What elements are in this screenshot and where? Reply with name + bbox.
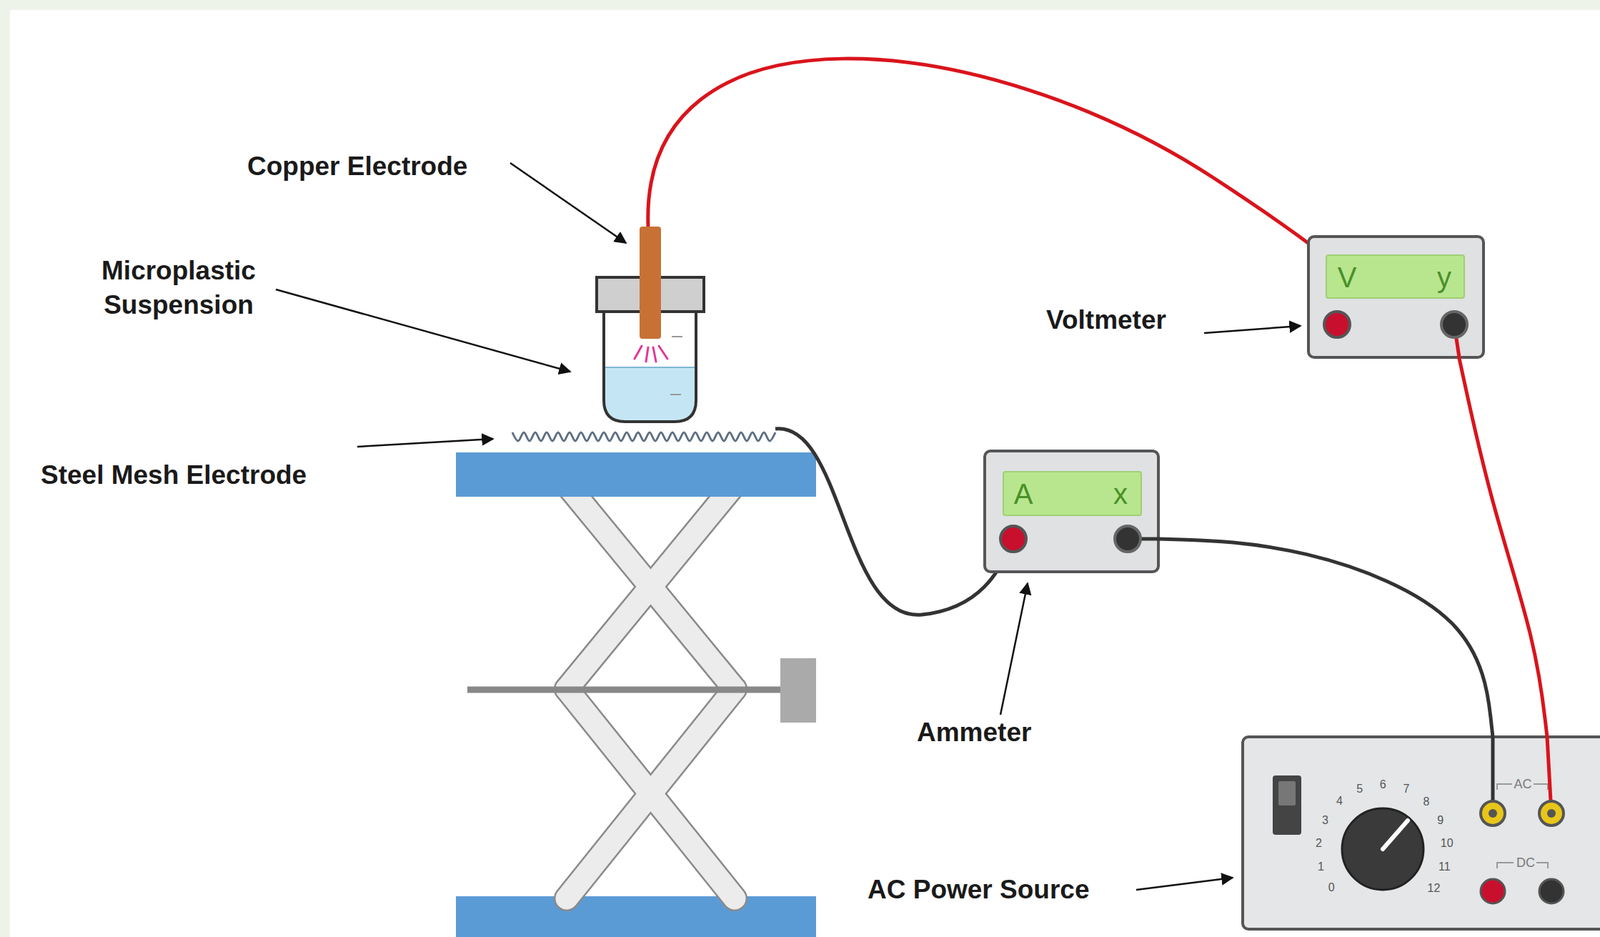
dial-number: 11	[1438, 861, 1451, 873]
terminal-label: DC	[1516, 856, 1535, 869]
ammeter-body	[1000, 525, 1027, 552]
power-source-body	[1382, 820, 1408, 849]
wire-connector	[1459, 357, 1548, 737]
voltmeter: Vy	[1308, 236, 1484, 358]
dial-number: 7	[1402, 783, 1410, 795]
spark	[634, 345, 668, 362]
power-source-body	[1488, 808, 1498, 818]
part-label: Copper Electrode	[247, 149, 468, 184]
dial-number: 10	[1440, 837, 1454, 849]
leader-line	[275, 162, 1301, 890]
dial-number: 9	[1437, 814, 1444, 827]
voltmeter-body	[1326, 255, 1465, 298]
leader-line	[1204, 325, 1301, 334]
leader-line	[275, 289, 571, 372]
part-label: Voltmeter	[1046, 302, 1167, 338]
terminal-bracket	[1536, 862, 1548, 869]
dial-number: 4	[1336, 795, 1343, 807]
dial-number: 0	[1328, 881, 1335, 894]
lab-jack	[566, 484, 735, 689]
terminal-bracket	[1497, 783, 1513, 790]
voltmeter-body	[1308, 236, 1484, 358]
lab-jack	[455, 452, 817, 937]
dial-number: 1	[1317, 861, 1325, 873]
ac-power-source: AC DC	[1242, 736, 1600, 929]
power-source-body	[1342, 808, 1424, 890]
steel-mesh-electrode	[512, 432, 776, 441]
lab-jack	[566, 688, 735, 899]
spark	[634, 345, 642, 359]
lab-jack	[566, 484, 735, 689]
lab-jack	[455, 896, 817, 937]
wire-connector	[1158, 538, 1493, 737]
lab-jack	[467, 686, 787, 694]
terminal-bracket	[1533, 783, 1548, 790]
leader-line	[510, 162, 626, 243]
microplastic-vial	[670, 393, 682, 396]
black-wire	[775, 428, 1014, 616]
terminal-bracket	[1497, 862, 1514, 869]
part-label: Ammeter	[916, 715, 1032, 750]
leader-line	[1136, 877, 1233, 890]
dial-number: 5	[1356, 783, 1363, 795]
voltmeter-body	[1308, 236, 1484, 358]
leader-line	[357, 438, 494, 447]
power-source-body	[1539, 801, 1564, 826]
dial-number: 6	[1379, 778, 1387, 791]
spark	[653, 347, 657, 362]
power-source-body	[1547, 808, 1556, 818]
microplastic-vial	[605, 366, 695, 369]
terminal-bracket	[1497, 783, 1548, 869]
display-symbol: A	[1014, 479, 1034, 509]
voltmeter-body	[1441, 311, 1468, 338]
display-symbol: y	[1437, 262, 1452, 292]
microplastic-vial	[596, 226, 704, 422]
lab-jack	[566, 484, 735, 689]
leader-line	[1000, 583, 1028, 715]
ammeter-body	[1114, 525, 1141, 552]
dial-number: 12	[1427, 882, 1441, 894]
lab-jack	[566, 688, 735, 899]
lab-jack	[455, 452, 817, 497]
lab-jack	[566, 484, 735, 689]
terminal-label: AC	[1513, 777, 1532, 791]
power-source-body	[1272, 775, 1302, 835]
ammeter: Ax	[984, 450, 1159, 572]
spark	[658, 345, 668, 359]
display-symbol: V	[1337, 262, 1358, 292]
power-source-body	[1480, 801, 1505, 826]
ammeter-body	[1003, 471, 1142, 516]
part-label: Steel Mesh Electrode	[40, 458, 307, 493]
dial-number: 8	[1422, 796, 1430, 808]
power-source-body	[1242, 736, 1600, 929]
voltmeter-body	[1324, 311, 1350, 338]
power-source-body	[1278, 781, 1296, 806]
power-source-body	[1480, 878, 1505, 904]
dial-number: 2	[1315, 837, 1323, 849]
part-label: Microplastic Suspension	[78, 253, 279, 323]
display-symbol: x	[1113, 479, 1128, 509]
microplastic-vial	[671, 335, 683, 338]
dial-number: 3	[1322, 814, 1329, 827]
microplastic-vial	[605, 367, 695, 421]
power-source-body	[1539, 878, 1564, 904]
lab-jack	[780, 658, 817, 723]
ammeter-body	[984, 450, 1159, 572]
microplastic-vial	[639, 226, 662, 339]
lab-jack	[566, 688, 735, 899]
lab-jack	[566, 688, 735, 899]
spark	[646, 347, 649, 362]
ammeter-body	[984, 450, 1159, 572]
red-wire	[648, 58, 1360, 325]
part-label: AC Power Source	[867, 872, 1090, 907]
power-source-body	[1242, 736, 1600, 929]
